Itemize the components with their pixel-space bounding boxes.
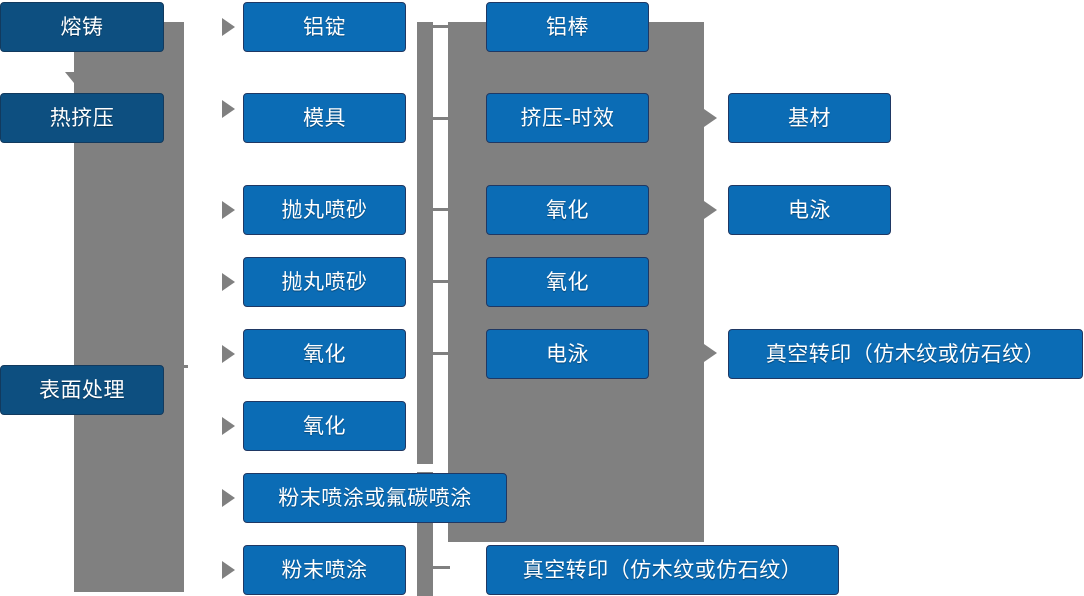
process-label-oxidation-2: 氧化 (303, 413, 346, 438)
output-label-vacuum-transfer: 真空转印（仿木纹或仿石纹） (765, 341, 1046, 366)
arrow-to-out-vacuum-transfer (704, 344, 717, 362)
subprocess-label-oxidation-1: 氧化 (546, 197, 589, 222)
connector-mid-tick-3 (433, 208, 450, 211)
process-box-oxidation-2[interactable]: 氧化 (243, 401, 406, 451)
process-box-powder-or-pvdf-coating[interactable]: 粉末喷涂或氟碳喷涂 (243, 473, 507, 523)
arrow-to-proc-aluminum-ingot (222, 18, 235, 36)
process-label-shot-blasting-2: 抛丸喷砂 (281, 269, 368, 294)
subprocess-label-aluminum-bar: 铝棒 (546, 14, 589, 39)
process-box-aluminum-ingot[interactable]: 铝锭 (243, 2, 406, 52)
output-box-substrate[interactable]: 基材 (728, 93, 891, 143)
connector-mid-rail-upper (417, 22, 433, 464)
arrow-to-out-substrate (704, 109, 717, 127)
arrow-to-proc-mold (222, 100, 235, 118)
stage-box-melt-cast[interactable]: 熔铸 (0, 2, 164, 52)
connector-mid-tick-6 (433, 566, 450, 569)
output-label-electrophoresis: 电泳 (788, 197, 831, 222)
arrow-to-proc-shot-blasting-1 (222, 201, 235, 219)
output-label-substrate: 基材 (788, 105, 831, 130)
subprocess-box-aluminum-bar[interactable]: 铝棒 (486, 2, 649, 52)
process-box-shot-blasting-2[interactable]: 抛丸喷砂 (243, 257, 406, 307)
subprocess-box-extrusion-aging[interactable]: 挤压-时效 (486, 93, 649, 143)
subprocess-box-vacuum-transfer[interactable]: 真空转印（仿木纹或仿石纹） (486, 545, 839, 595)
arrow-to-proc-shot-blasting-2 (222, 273, 235, 291)
connector-mid-tick-5 (433, 352, 450, 355)
output-box-vacuum-transfer[interactable]: 真空转印（仿木纹或仿石纹） (728, 329, 1083, 379)
arrow-to-proc-powder-or-pvdf-coating (222, 489, 235, 507)
subprocess-label-electrophoresis: 电泳 (546, 341, 589, 366)
process-label-powder-coating: 粉末喷涂 (281, 557, 368, 582)
process-label-aluminum-ingot: 铝锭 (303, 14, 346, 39)
arrow-to-proc-oxidation-1 (222, 345, 235, 363)
subprocess-box-oxidation-1[interactable]: 氧化 (486, 185, 649, 235)
connector-mid-tick-2 (433, 117, 450, 120)
arrow-to-proc-oxidation-2 (222, 417, 235, 435)
arrow-to-proc-powder-coating (222, 561, 235, 579)
subprocess-label-vacuum-transfer: 真空转印（仿木纹或仿石纹） (522, 557, 803, 582)
stage-label-melt-cast: 熔铸 (60, 14, 104, 39)
stage-box-surface-treatment[interactable]: 表面处理 (0, 365, 164, 415)
connector-stage-melt-to-extrusion-arrow (65, 72, 83, 83)
subprocess-box-electrophoresis[interactable]: 电泳 (486, 329, 649, 379)
stage-label-hot-extrusion: 热挤压 (49, 105, 115, 130)
arrow-to-out-electrophoresis (704, 201, 717, 219)
output-box-electrophoresis[interactable]: 电泳 (728, 185, 891, 235)
subprocess-label-oxidation-2: 氧化 (546, 269, 589, 294)
connector-mid-tick-1 (433, 25, 450, 28)
process-label-shot-blasting-1: 抛丸喷砂 (281, 197, 368, 222)
connector-left-surface-stem (164, 365, 188, 368)
stage-box-hot-extrusion[interactable]: 热挤压 (0, 93, 164, 143)
subprocess-label-extrusion-aging: 挤压-时效 (520, 105, 615, 130)
process-box-oxidation-1[interactable]: 氧化 (243, 329, 406, 379)
process-box-mold[interactable]: 模具 (243, 93, 406, 143)
process-label-oxidation-1: 氧化 (303, 341, 346, 366)
process-label-powder-or-pvdf-coating: 粉末喷涂或氟碳喷涂 (278, 485, 472, 510)
stage-label-surface-treatment: 表面处理 (39, 377, 125, 402)
subprocess-box-oxidation-2[interactable]: 氧化 (486, 257, 649, 307)
process-label-mold: 模具 (303, 105, 346, 130)
connector-mid-tick-4 (433, 280, 450, 283)
process-box-shot-blasting-1[interactable]: 抛丸喷砂 (243, 185, 406, 235)
process-box-powder-coating[interactable]: 粉末喷涂 (243, 545, 406, 595)
